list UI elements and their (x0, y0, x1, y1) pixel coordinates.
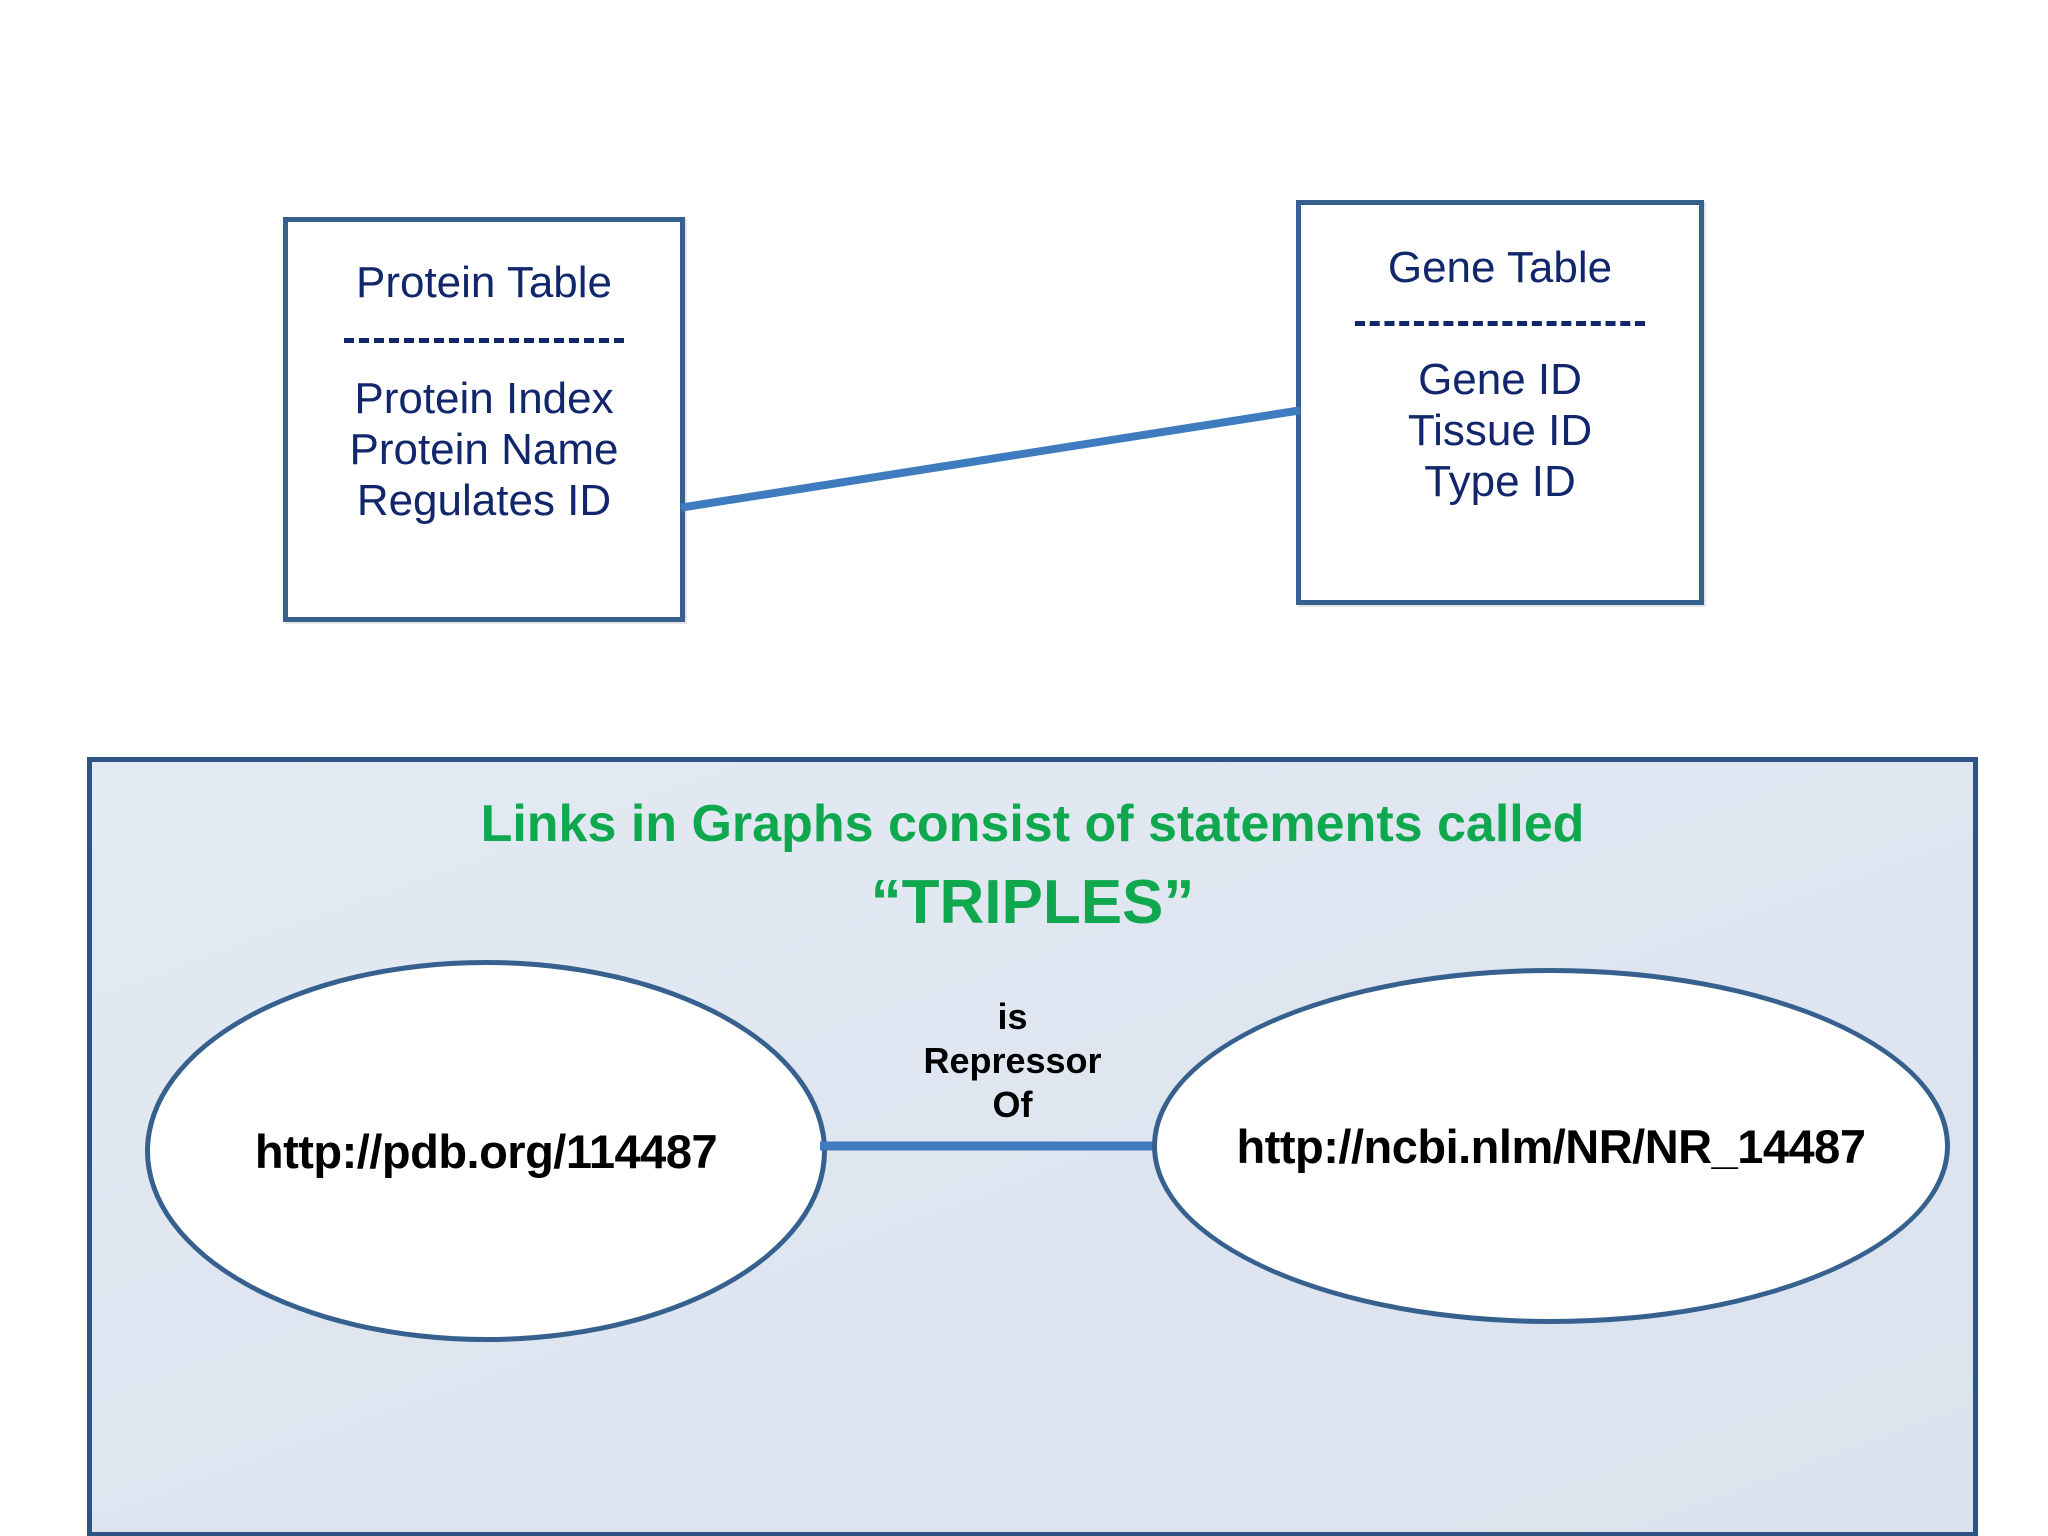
triple-predicate-label: is Repressor Of (870, 995, 1155, 1127)
triple-object-label: http://ncbi.nlm/NR/NR_14487 (1236, 1119, 1866, 1173)
triple-subject-label: http://pdb.org/114487 (254, 1124, 718, 1178)
protein-table-field-protein-name: Protein Name (349, 425, 619, 475)
triple-predicate-line-1: is (997, 996, 1028, 1037)
gene-table-title: Gene Table (1387, 243, 1613, 292)
gene-table-field-gene-id: Gene ID (1418, 355, 1582, 405)
triple-predicate-line-2: Repressor (923, 1039, 1102, 1081)
protein-table-divider (344, 338, 624, 344)
protein-table-box[interactable]: Protein Table Protein Index Protein Name… (283, 217, 685, 622)
triple-subject-node[interactable]: http://pdb.org/114487 (145, 960, 827, 1342)
gene-table-divider (1355, 321, 1645, 327)
triples-heading: Links in Graphs consist of statements ca… (480, 795, 1585, 853)
protein-table-fields: Protein Index Protein Name Regulates ID (349, 373, 618, 526)
gene-table-field-type-id: Type ID (1424, 457, 1576, 507)
protein-table-field-regulates-id: Regulates ID (356, 476, 612, 526)
gene-table-field-tissue-id: Tissue ID (1407, 406, 1593, 456)
protein-gene-relationship-line (680, 406, 1301, 512)
protein-table-title: Protein Table (355, 258, 613, 307)
gene-table-fields: Gene ID Tissue ID Type ID (1408, 354, 1592, 507)
protein-table-field-protein-index: Protein Index (354, 374, 614, 424)
gene-table-box[interactable]: Gene Table Gene ID Tissue ID Type ID (1296, 200, 1704, 605)
triple-predicate-line-3: Of (992, 1083, 1033, 1125)
triples-keyword: “TRIPLES” (870, 868, 1195, 937)
triple-object-node[interactable]: http://ncbi.nlm/NR/NR_14487 (1152, 968, 1950, 1324)
